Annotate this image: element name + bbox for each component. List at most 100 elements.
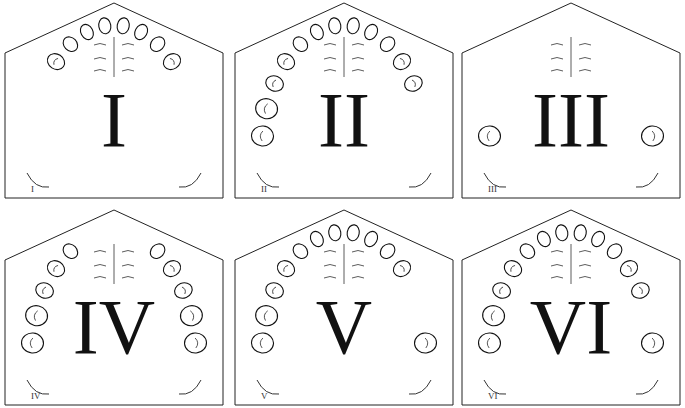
ruga-mark	[551, 277, 563, 279]
tooth	[33, 280, 55, 301]
tooth	[178, 303, 204, 327]
tooth	[362, 229, 380, 249]
tooth	[346, 224, 361, 242]
tooth-crown	[517, 241, 537, 262]
tuberosity-mark	[636, 380, 658, 394]
tooth-crown	[308, 22, 326, 42]
panel-number: VI	[488, 392, 498, 401]
tooth-crown	[481, 303, 507, 327]
tooth	[328, 224, 343, 242]
tooth	[60, 241, 80, 262]
class-numeral: II	[318, 81, 370, 159]
tooth-crown	[24, 303, 50, 327]
tooth	[160, 257, 183, 279]
ruga-mark	[324, 58, 336, 60]
tuberosity-mark	[409, 173, 431, 187]
cusp-line	[509, 264, 515, 271]
tooth-crown	[254, 303, 280, 327]
tooth-crown	[589, 229, 607, 249]
tooth	[377, 34, 397, 55]
tooth	[501, 257, 524, 279]
tooth-crown	[254, 96, 280, 120]
tooth-crown	[21, 332, 44, 354]
tooth	[24, 303, 50, 327]
ruga-mark	[579, 44, 591, 46]
cusp-line	[260, 131, 263, 141]
tooth	[290, 34, 310, 55]
cast-outline	[5, 3, 223, 198]
tooth	[629, 280, 651, 301]
cusp-line	[400, 57, 406, 64]
tooth-crown	[263, 73, 285, 94]
tooth	[44, 257, 67, 279]
tooth-crown	[290, 241, 310, 262]
tooth	[254, 303, 280, 327]
arch-panel	[235, 210, 453, 405]
cusp-line	[195, 338, 198, 348]
ruga-mark	[352, 265, 364, 267]
cusp-line	[487, 338, 490, 348]
tooth-crown	[160, 50, 183, 72]
midline	[344, 244, 345, 284]
tooth	[160, 50, 183, 72]
tuberosity-mark	[409, 380, 431, 394]
ruga-mark	[579, 265, 591, 267]
cusp-line	[182, 286, 187, 294]
cusp-line	[263, 103, 267, 113]
tooth-crown	[641, 332, 664, 354]
tuberosity-mark	[257, 173, 279, 187]
tuberosity-mark	[179, 173, 201, 187]
tooth	[274, 257, 297, 279]
tooth-crown	[362, 22, 380, 42]
cusp-line	[272, 286, 277, 294]
cast-outline	[462, 210, 680, 405]
tooth-crown	[377, 34, 397, 55]
cusp-line	[412, 79, 417, 87]
tooth	[604, 241, 624, 262]
tuberosity-mark	[257, 380, 279, 394]
tooth-crown	[555, 224, 570, 242]
tooth-crown	[328, 17, 343, 35]
tooth-crown	[116, 17, 131, 35]
cast-outline	[462, 3, 680, 198]
class-numeral: IV	[73, 288, 155, 366]
tooth-crown	[44, 257, 67, 279]
midline	[344, 37, 345, 77]
cusp-line	[30, 338, 33, 348]
midline	[571, 244, 572, 284]
cusp-line	[170, 57, 176, 64]
ruga-mark	[551, 265, 563, 267]
tooth	[589, 229, 607, 249]
cusp-line	[627, 264, 633, 271]
cusp-line	[652, 131, 655, 141]
ruga-mark	[324, 265, 336, 267]
tooth	[573, 224, 588, 242]
tooth-crown	[147, 34, 167, 55]
cusp-line	[170, 264, 176, 271]
ruga-mark	[352, 44, 364, 46]
tooth-crown	[290, 34, 310, 55]
tooth	[390, 50, 413, 72]
tooth-crown	[172, 280, 194, 301]
ruga-mark	[324, 44, 336, 46]
ruga-mark	[579, 58, 591, 60]
tooth	[78, 22, 96, 42]
tooth-crown	[604, 241, 624, 262]
ruga-mark	[352, 251, 364, 253]
panel-number: IV	[31, 392, 41, 401]
tooth-crown	[573, 224, 588, 242]
cusp-line	[282, 264, 288, 271]
tooth	[147, 241, 167, 262]
tooth	[44, 50, 67, 72]
tooth-crown	[274, 50, 297, 72]
cusp-line	[42, 286, 47, 294]
tooth-crown	[390, 257, 413, 279]
panel-number: II	[261, 185, 267, 194]
tooth-crown	[346, 17, 361, 35]
tooth	[21, 332, 44, 354]
tooth-crown	[251, 125, 274, 147]
ruga-mark	[122, 277, 134, 279]
ruga-mark	[122, 251, 134, 253]
cast-outline	[235, 3, 453, 198]
tooth	[328, 17, 343, 35]
